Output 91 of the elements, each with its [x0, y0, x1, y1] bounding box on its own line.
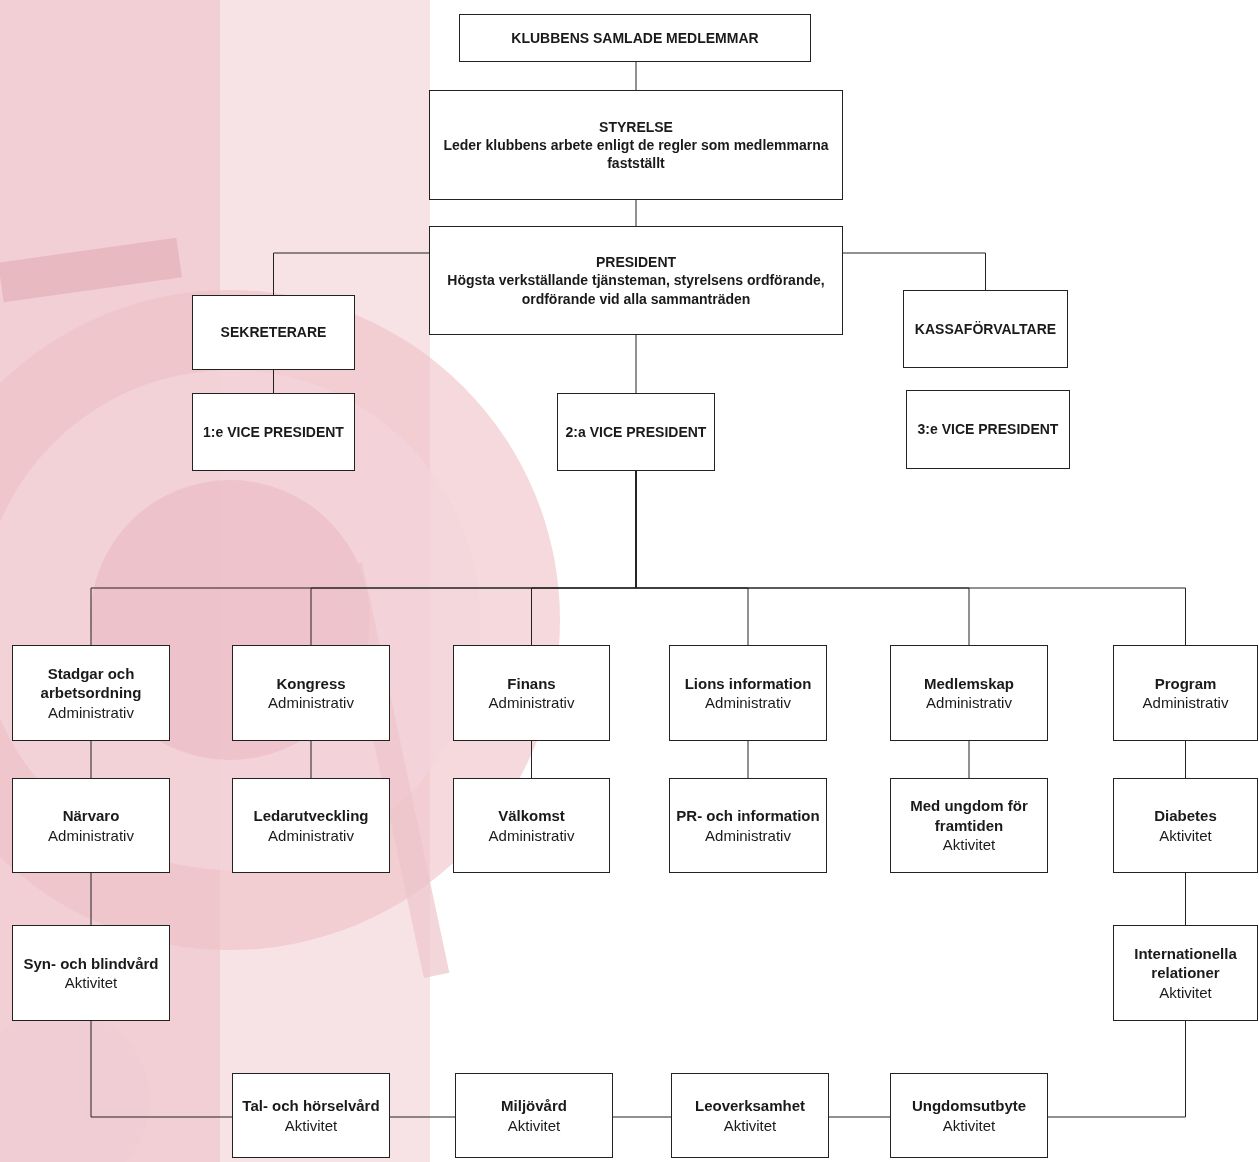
role-description: Administrativ	[1142, 693, 1229, 713]
role-title: KASSAFÖRVALTARE	[914, 319, 1057, 339]
connector-line	[747, 740, 749, 779]
role-description: Aktivitet	[723, 1115, 777, 1135]
org-box	[429, 226, 843, 335]
role-description: Aktivitet	[64, 973, 118, 993]
org-box	[12, 778, 170, 873]
connector-line	[612, 1116, 672, 1118]
org-box	[669, 778, 827, 873]
org-box	[232, 1073, 390, 1158]
org-box	[192, 393, 355, 471]
connector-line	[310, 740, 312, 779]
org-box	[12, 925, 170, 1021]
org-box	[1113, 645, 1258, 741]
role-description: Aktivitet	[942, 1115, 996, 1135]
org-box	[453, 778, 610, 873]
role-title: PRESIDENT	[595, 253, 677, 272]
role-title: Kongress	[276, 673, 346, 693]
org-box	[890, 1073, 1048, 1158]
role-description: Administrativ	[705, 825, 791, 845]
connector-line	[531, 740, 532, 779]
org-box	[232, 778, 390, 873]
role-description: Administrativ	[926, 693, 1012, 713]
role-title: Stadgar och arbetsordning	[39, 663, 143, 703]
org-box	[903, 290, 1068, 368]
org-box	[1113, 925, 1258, 1021]
connector-line	[1047, 1020, 1186, 1118]
connector-line	[635, 334, 637, 394]
connector-line	[273, 252, 430, 296]
role-title: Leoverksamhet	[694, 1096, 806, 1116]
org-box	[1113, 778, 1258, 873]
role-description: Aktivitet	[507, 1115, 561, 1135]
role-description: Administrativ	[488, 693, 575, 713]
role-description: Aktivitet	[1159, 825, 1212, 845]
role-title: Medlemskap	[923, 673, 1014, 693]
role-title: Tal- och hörselvård	[242, 1096, 380, 1116]
connector-line	[1185, 872, 1186, 926]
role-title: Program	[1154, 673, 1217, 693]
connector-line	[1185, 740, 1186, 779]
role-title: Välkomst	[498, 806, 565, 826]
org-box	[669, 645, 827, 741]
org-box	[557, 393, 715, 471]
role-description: Högsta verkställande tjänsteman, styrelsens ordförande, ordförande vid alla sammanträden	[446, 271, 826, 308]
role-description: Administrativ	[705, 693, 791, 713]
role-title: Närvaro	[62, 806, 120, 826]
role-title: 2:a VICE PRESIDENT	[565, 422, 707, 442]
role-title: Diabetes	[1154, 806, 1217, 826]
connector-line	[635, 61, 637, 91]
connector-line	[90, 872, 92, 926]
org-box	[12, 645, 170, 741]
role-description: Administrativ	[268, 825, 354, 845]
connector-line	[273, 369, 274, 394]
org-box	[429, 90, 843, 200]
role-title: 1:e VICE PRESIDENT	[203, 422, 344, 442]
role-title: PR- och information	[676, 806, 820, 826]
org-box	[890, 645, 1048, 741]
role-title: Ledarutveckling	[253, 806, 369, 826]
connector-line	[828, 1116, 891, 1118]
role-title: Med ungdom för framtiden	[909, 796, 1029, 836]
role-title: KLUBBENS SAMLADE MEDLEMMAR	[511, 28, 759, 48]
org-box	[459, 14, 811, 62]
org-box	[192, 295, 355, 370]
org-box	[453, 645, 610, 741]
role-description: Aktivitet	[1159, 982, 1212, 1003]
role-description: Aktivitet	[284, 1115, 338, 1135]
org-box	[906, 390, 1070, 469]
role-description: Administrativ	[48, 702, 134, 723]
role-description: Administrativ	[488, 825, 575, 845]
role-title: Syn- och blindvård	[23, 953, 159, 973]
role-title: 3:e VICE PRESIDENT	[917, 420, 1059, 439]
role-title: SEKRETERARE	[220, 323, 327, 342]
connector-line	[90, 740, 92, 779]
role-title: Ungdomsutbyte	[911, 1096, 1027, 1116]
role-title: Internationella relationer	[1133, 943, 1238, 983]
connector-line	[842, 252, 986, 291]
connector-line	[968, 740, 970, 779]
org-box	[232, 645, 390, 741]
role-description: Administrativ	[268, 693, 354, 713]
role-description: Aktivitet	[942, 835, 996, 855]
role-title: Lions information	[684, 673, 812, 693]
org-box	[890, 778, 1048, 873]
role-description: Leder klubbens arbete enligt de regler som medlemmarna fastställt	[442, 135, 830, 173]
connector-line	[635, 199, 637, 227]
org-box	[455, 1073, 613, 1158]
role-description: Administrativ	[48, 825, 134, 845]
org-box	[671, 1073, 829, 1158]
connector-line	[90, 1020, 233, 1118]
connector-line	[389, 1116, 456, 1118]
role-title: STYRELSE	[599, 117, 673, 136]
role-title: Finans	[507, 673, 556, 693]
role-title: Miljövård	[501, 1096, 567, 1116]
